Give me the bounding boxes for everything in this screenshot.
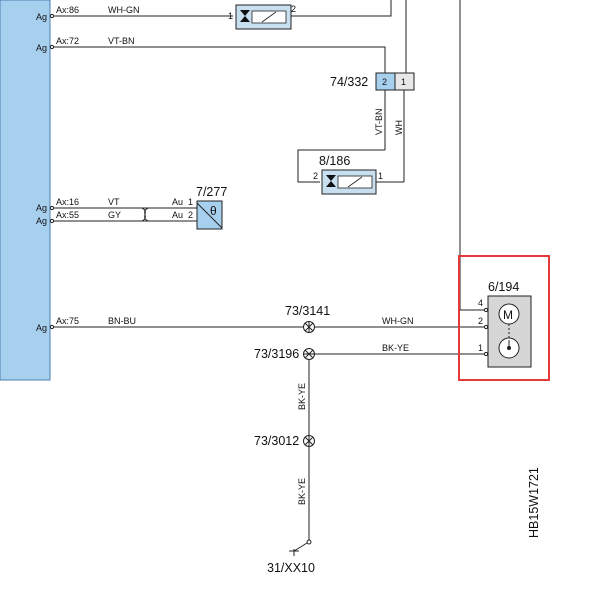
wire-label: VT-BN	[108, 36, 135, 46]
splice-73-3196-label: 73/3196	[254, 347, 299, 361]
wire-label: BK-YE	[382, 343, 409, 353]
sensor-7-277-label: 7/277	[196, 185, 227, 199]
ecu-pin-ag: Ag	[36, 216, 47, 226]
top-valve-pin2: 2	[291, 4, 296, 14]
svg-text:4: 4	[478, 298, 483, 308]
valve-8-186-label: 8/186	[319, 154, 350, 168]
ecu-pin-ag: Ag	[36, 203, 47, 213]
wire-label: WH-GN	[108, 5, 140, 15]
splice-73-3141-label: 73/3141	[285, 304, 330, 318]
ecu-pin-ax: Ax:55	[56, 210, 79, 220]
svg-text:Au: Au	[172, 210, 183, 220]
wire-label-bk-ye-lower: BK-YE	[297, 478, 307, 505]
ecu-pin-ag: Ag	[36, 323, 47, 333]
valve-icon	[240, 10, 250, 22]
svg-text:1: 1	[478, 343, 483, 353]
ecu-pin-ax: Ax:86	[56, 5, 79, 15]
ecu-block	[0, 0, 51, 381]
splice-73-3012-label: 73/3012	[254, 434, 299, 448]
svg-text:2: 2	[478, 316, 483, 326]
svg-text:Au: Au	[172, 197, 183, 207]
svg-text:2: 2	[313, 171, 318, 181]
svg-text:M: M	[503, 308, 513, 322]
document-code: HB15W1721	[527, 467, 541, 538]
wire-label-vt-bn: VT-BN	[374, 108, 384, 135]
ground-icon	[289, 539, 312, 556]
svg-text:2: 2	[188, 210, 193, 220]
svg-text:1: 1	[378, 171, 383, 181]
highlight-box	[458, 255, 550, 381]
valve-icon	[326, 175, 336, 187]
ecu-pin-ax: Ax:75	[56, 316, 79, 326]
position-sensor-icon	[498, 337, 520, 359]
ecu-pin-ag: Ag	[36, 43, 47, 53]
wire-label: VT	[108, 197, 120, 207]
ecu-pin-ax: Ax:16	[56, 197, 79, 207]
ground-label: 31/XX10	[267, 561, 315, 575]
wire-label: WH-GN	[382, 316, 414, 326]
svg-text:2: 2	[382, 77, 387, 87]
wire-label-wh: WH	[394, 120, 404, 135]
wire-label-bk-ye-upper: BK-YE	[297, 383, 307, 410]
splice-icon	[303, 348, 315, 360]
connector-74-332-label: 74/332	[330, 75, 368, 89]
wire-label: BN-BU	[108, 316, 136, 326]
twisted-pair-icon	[141, 207, 149, 222]
motor-6-194-label: 6/194	[488, 280, 519, 294]
splice-icon	[303, 321, 315, 333]
wire-label: GY	[108, 210, 121, 220]
svg-text:1: 1	[188, 197, 193, 207]
svg-text:1: 1	[401, 77, 406, 87]
ecu-pin-ag: Ag	[36, 12, 47, 22]
motor-icon: M	[498, 303, 520, 325]
ecu-pin-ax: Ax:72	[56, 36, 79, 46]
top-valve-pin1: 1	[228, 11, 233, 21]
theta-icon: θ	[210, 204, 217, 218]
splice-icon	[303, 435, 315, 447]
